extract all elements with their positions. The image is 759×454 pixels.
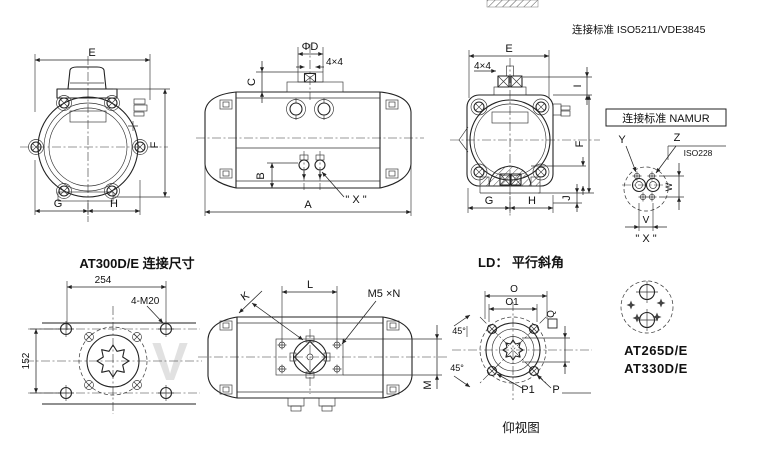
dim-label-q: Q	[546, 310, 557, 318]
model-label-at330: AT330D/E	[624, 361, 688, 376]
dim-label-e-right: E	[505, 43, 512, 55]
dim-label-4x4-right: 4×4	[474, 61, 491, 72]
angle-label-top: 45°	[452, 326, 466, 336]
dim-label-c: C	[246, 78, 258, 86]
namur-small-holes	[632, 171, 657, 202]
angle-label-bottom: 45°	[450, 363, 464, 373]
dim-label-o1: O1	[505, 297, 519, 308]
at265-pattern: AT265D/E AT330D/E	[620, 280, 688, 376]
dim-label-h-left: H	[110, 198, 118, 210]
ld-bolts	[486, 323, 540, 377]
dim-label-m: M	[422, 380, 434, 389]
ld-drive-star	[502, 339, 524, 361]
front-view-right: E 4×4 I F J G H	[450, 43, 600, 216]
dim-label-p: P	[552, 384, 559, 396]
watermark: V	[152, 332, 188, 392]
square-symbol	[547, 318, 558, 329]
dim-label-f-left: F	[149, 141, 161, 148]
namur-detail: 连接标准 NAMUR Y Z ISO228 W V " X "	[605, 108, 727, 245]
at300-view: AT300D/E 连接尺寸 V 254 4-M20 152	[21, 256, 202, 414]
ld-view: LD： 平行斜角 O O1 Q 45° 45°	[450, 255, 592, 435]
dim-label-k: K	[239, 289, 252, 303]
dim-label-o: O	[510, 284, 518, 295]
dim-label-152: 152	[21, 352, 32, 369]
dim-label-l: L	[307, 279, 313, 291]
dim-label-j: J	[561, 195, 573, 201]
namur-title: 连接标准 NAMUR	[622, 111, 709, 125]
dim-label-h-right: H	[528, 195, 536, 207]
dim-label-z: Z	[674, 132, 681, 144]
breather-plug	[128, 98, 148, 131]
side-view: ΦD 4×4 C B A " X "	[196, 41, 424, 216]
dim-label-254: 254	[95, 275, 112, 286]
ld-title: LD： 平行斜角	[478, 255, 564, 270]
shaft-section	[479, 165, 541, 187]
thread-note-iso228: ISO228	[684, 148, 713, 158]
standard-note: 连接标准 ISO5211/VDE3845	[572, 23, 706, 36]
dim-label-phi-d: ΦD	[302, 41, 319, 53]
drive-star	[96, 344, 130, 378]
pad-holes	[277, 340, 342, 374]
bolt-note-4m20: 4-M20	[131, 296, 160, 307]
drive-shaft	[289, 335, 331, 379]
bottom-nuts	[287, 397, 336, 412]
model-label-at265: AT265D/E	[624, 343, 688, 358]
dim-label-g-right: G	[485, 195, 494, 207]
corner-bolts	[473, 101, 547, 178]
dim-label-4x4-side: 4×4	[326, 57, 343, 68]
bottom-view-side: L K M5 ×N M	[198, 279, 447, 412]
bolt-circle-holes	[84, 332, 142, 390]
mounting-bolts	[58, 321, 174, 401]
dim-label-v: V	[643, 215, 650, 226]
dim-label-i: I	[572, 84, 584, 87]
dim-label-a: A	[304, 199, 312, 211]
pattern-large-holes	[636, 281, 658, 331]
port-label-x-side: " X "	[345, 194, 366, 206]
bottom-view-caption: 仰视图	[502, 420, 540, 435]
pattern-small-holes	[626, 298, 666, 323]
front-view-left: E F G H	[20, 47, 170, 222]
dim-label-g-left: G	[54, 198, 63, 210]
scan-artifact	[486, 0, 539, 8]
dim-label-f-right: F	[574, 140, 586, 147]
dim-label-p1: P1	[521, 384, 534, 396]
dim-label-y: Y	[618, 134, 626, 146]
port-label-x-namur: " X "	[635, 233, 656, 245]
flange-bolts	[28, 95, 148, 199]
at300-title: AT300D/E 连接尺寸	[79, 256, 194, 271]
dim-label-w: W	[664, 182, 674, 191]
thread-note-m5n: M5 ×N	[368, 288, 401, 300]
dim-label-e-left: E	[88, 47, 95, 59]
dim-label-b: B	[255, 172, 267, 179]
